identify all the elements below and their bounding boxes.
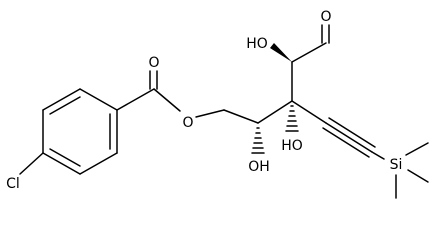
atom-o-carbonyl: O [148, 55, 159, 71]
bold-wedge-c3-oh [270, 43, 292, 62]
bond-alkyne-1 [325, 122, 373, 153]
hashed-wedge-c4-oh [285, 105, 299, 132]
atom-oh-top: HO [246, 36, 268, 52]
bond-c5-c4 [257, 100, 293, 124]
bond-ring-double-1 [49, 96, 81, 115]
bond-alkyne-3 [322, 127, 370, 158]
bond-alkyne-2 [328, 117, 376, 148]
chlorophenyl-ring [42, 88, 118, 175]
bond-o-ester-ch2 [195, 109, 225, 118]
bond-si-me-right [407, 169, 429, 183]
atom-o-aldehyde: O [320, 9, 331, 25]
atom-o-ester: O [182, 115, 193, 131]
bond-ring-4 [79, 152, 118, 175]
bond-c4-alkyne [291, 100, 327, 124]
bond-si-me-top [405, 142, 429, 156]
bond-ring-1 [42, 88, 81, 111]
bond-ring-carbonyl [116, 88, 155, 111]
bond-ring-6 [79, 88, 118, 111]
atom-si: Si [390, 157, 403, 173]
atom-oh-mid: HO [281, 138, 303, 154]
atom-cl: Cl [6, 176, 20, 192]
chemical-structure: Cl O O OH HO HO O Si [6, 9, 429, 199]
bond-ring-3 [42, 152, 81, 175]
hashed-wedge-c5-oh [251, 127, 265, 154]
bond-c3-cho [291, 42, 327, 63]
bond-ch2-c5 [223, 109, 259, 124]
bond-ring-double-2 [49, 148, 81, 167]
bond-ring-cl [19, 152, 44, 175]
bond-alkyne-si [371, 151, 385, 160]
atom-oh-low: OH [248, 159, 270, 175]
bond-carbonyl-o-ester [153, 88, 181, 112]
